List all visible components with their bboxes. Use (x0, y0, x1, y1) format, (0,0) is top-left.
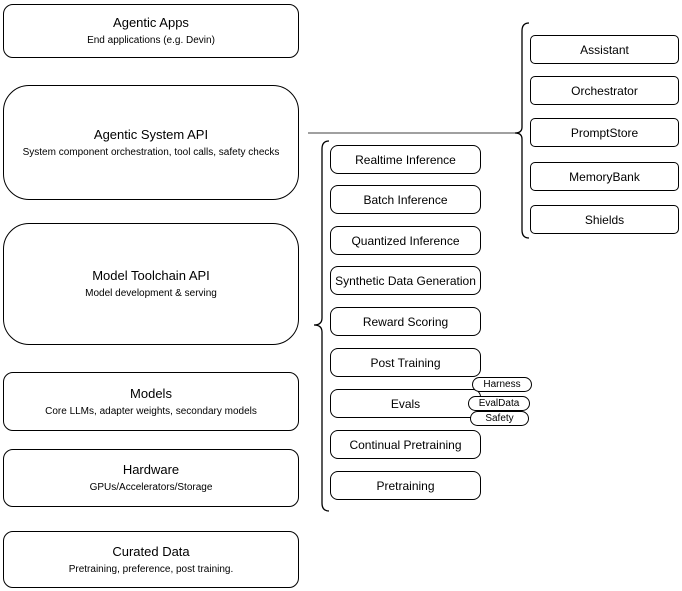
node-title: Models (130, 385, 172, 401)
tag-label: Harness (483, 379, 521, 390)
node-synthetic-data-generation: Synthetic Data Generation (330, 266, 481, 295)
node-orchestrator: Orchestrator (530, 76, 679, 105)
node-label: Shields (584, 212, 625, 227)
node-model-toolchain-api: Model Toolchain API Model development & … (3, 223, 299, 345)
node-shields: Shields (530, 205, 679, 234)
tag-harness: Harness (472, 377, 532, 392)
tag-safety: Safety (470, 411, 529, 426)
node-label: Synthetic Data Generation (335, 273, 476, 288)
node-label: Continual Pretraining (349, 437, 462, 452)
node-post-training: Post Training (330, 348, 481, 377)
node-realtime-inference: Realtime Inference (330, 145, 481, 174)
node-agentic-system-api: Agentic System API System component orch… (3, 85, 299, 200)
node-title: Agentic Apps (113, 15, 189, 30)
node-quantized-inference: Quantized Inference (330, 226, 481, 255)
node-subtitle: Core LLMs, adapter weights, secondary mo… (45, 405, 257, 417)
node-label: Batch Inference (363, 192, 448, 207)
node-label: Post Training (370, 355, 441, 370)
node-label: Quantized Inference (351, 233, 460, 248)
node-label: Realtime Inference (355, 152, 456, 167)
node-label: Pretraining (376, 478, 435, 493)
node-subtitle: System component orchestration, tool cal… (22, 146, 280, 158)
node-promptstore: PromptStore (530, 118, 679, 147)
node-hardware: Hardware GPUs/Accelerators/Storage (3, 449, 299, 507)
node-subtitle: Model development & serving (85, 288, 217, 299)
node-label: MemoryBank (569, 169, 640, 184)
node-reward-scoring: Reward Scoring (330, 307, 481, 336)
node-subtitle: Pretraining, preference, post training. (68, 563, 234, 575)
node-title: Model Toolchain API (92, 268, 210, 283)
right-column-brace (514, 22, 530, 239)
tag-evaldata: EvalData (468, 396, 530, 411)
node-title: Hardware (122, 462, 180, 477)
tag-label: EvalData (478, 398, 520, 409)
node-evals: Evals (330, 389, 481, 418)
node-label: Evals (390, 396, 421, 411)
node-agentic-apps: Agentic Apps End applications (e.g. Devi… (3, 4, 299, 58)
node-label: PromptStore (570, 125, 639, 140)
node-pretraining: Pretraining (330, 471, 481, 500)
node-memorybank: MemoryBank (530, 162, 679, 191)
node-subtitle: GPUs/Accelerators/Storage (89, 482, 213, 493)
node-label: Assistant (580, 42, 629, 57)
node-curated-data: Curated Data Pretraining, preference, po… (3, 531, 299, 588)
node-subtitle: End applications (e.g. Devin) (87, 35, 215, 46)
node-batch-inference: Batch Inference (330, 185, 481, 214)
middle-column-brace (313, 140, 330, 512)
node-title: Curated Data (112, 543, 190, 559)
node-label: Reward Scoring (362, 314, 449, 329)
node-label: Orchestrator (571, 83, 638, 98)
node-title: Agentic System API (93, 126, 209, 142)
tag-label: Safety (485, 413, 514, 424)
node-continual-pretraining: Continual Pretraining (330, 430, 481, 459)
node-assistant: Assistant (530, 35, 679, 64)
node-models: Models Core LLMs, adapter weights, secon… (3, 372, 299, 431)
